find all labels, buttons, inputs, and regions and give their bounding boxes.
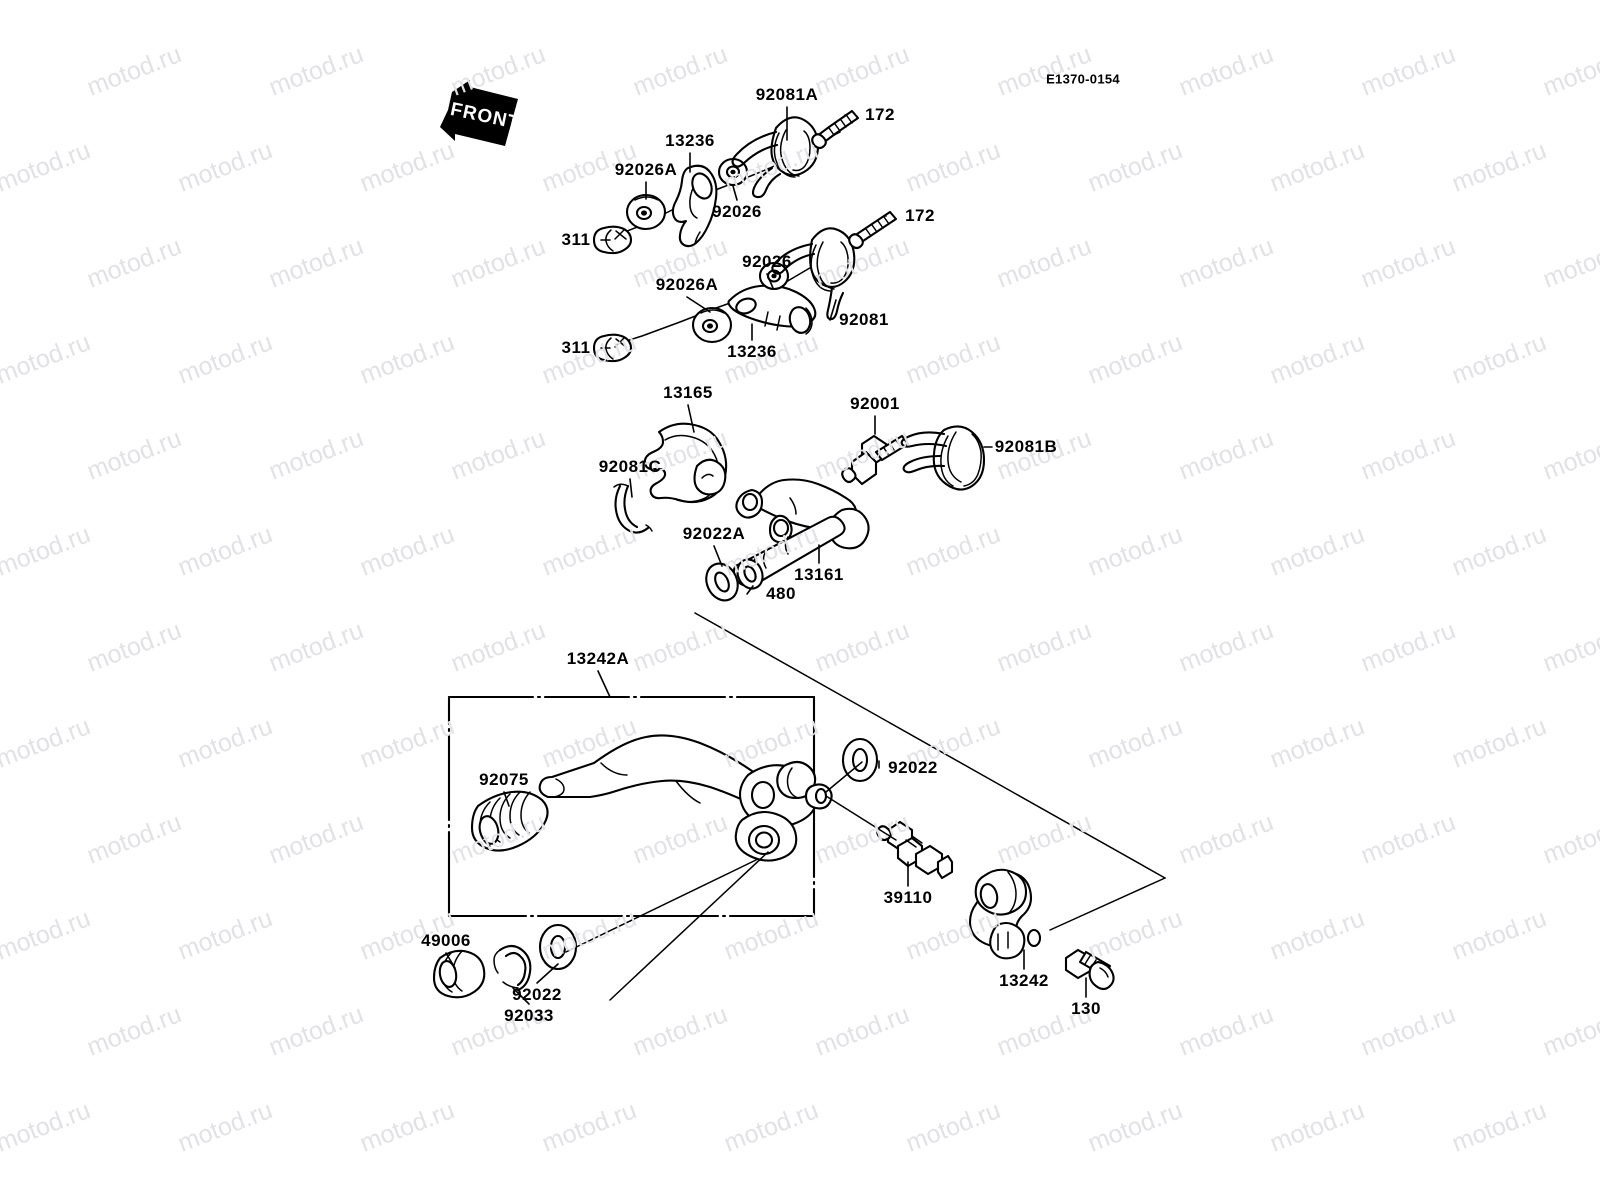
part-172-lower <box>848 210 898 250</box>
part-number-172: 172 <box>905 206 935 225</box>
part-92026A-lower <box>691 306 733 344</box>
part-number-92022A: 92022A <box>682 524 746 543</box>
part-92075-rubber <box>470 790 549 852</box>
part-172-upper <box>811 109 860 150</box>
part-480-washer <box>736 558 764 590</box>
part-number-92075: 92075 <box>479 770 529 789</box>
leader-92081 <box>829 299 837 321</box>
part-311-upper <box>592 225 633 255</box>
part-number-92081C: 92081C <box>598 457 662 476</box>
part-92081C-spring <box>613 483 653 534</box>
part-number-39110: 39110 <box>883 888 933 907</box>
part-92022A-washer <box>705 562 739 602</box>
leader-92022 <box>536 963 559 984</box>
part-311-lower <box>592 333 633 363</box>
leader-92026A <box>686 296 711 313</box>
assembly-relation-lines <box>565 612 1166 1001</box>
part-13242-arm <box>968 868 1042 960</box>
leader-92022A <box>713 545 723 567</box>
part-number-92081A: 92081A <box>755 85 819 104</box>
part-92081A-spring <box>731 116 820 199</box>
part-number-480: 480 <box>766 584 796 603</box>
part-130-bolt <box>1064 948 1115 991</box>
part-13236-lower <box>727 284 817 335</box>
leader-92075 <box>503 791 510 807</box>
leader-92026 <box>732 185 738 201</box>
leader-13242A <box>597 670 611 698</box>
leader-92033 <box>512 987 530 1005</box>
part-number-13236: 13236 <box>665 131 715 150</box>
leader-92081C <box>629 478 633 498</box>
shift-shaft-assembly <box>613 422 986 602</box>
leader-480 <box>746 585 754 595</box>
part-number-92033: 92033 <box>504 1006 554 1025</box>
part-92001-bolt <box>841 434 910 486</box>
part-92033-circlip <box>493 944 532 992</box>
part-13236-upper <box>671 164 718 248</box>
part-number-13165: 13165 <box>663 383 713 402</box>
part-number-172: 172 <box>865 105 895 124</box>
part-number-92022: 92022 <box>888 758 938 777</box>
part-number-13161: 13161 <box>794 565 844 584</box>
part-number-92081: 92081 <box>839 310 889 329</box>
part-number-49006: 49006 <box>421 931 471 950</box>
part-gear-change-lever <box>538 734 833 862</box>
part-39110-rod <box>876 820 954 880</box>
leader-13165 <box>687 404 695 433</box>
part-number-13242A: 13242A <box>566 649 630 668</box>
shift-pawl-assembly-upper <box>592 109 860 255</box>
part-number-311: 311 <box>561 230 591 249</box>
part-number-92026: 92026 <box>712 202 762 221</box>
part-number-130: 130 <box>1071 999 1101 1018</box>
part-number-92001: 92001 <box>850 394 900 413</box>
leader-92026 <box>766 273 774 289</box>
front-direction-badge: FRONT <box>440 80 522 146</box>
part-13165 <box>643 422 728 504</box>
leader-49006 <box>445 952 456 969</box>
part-number-13242: 13242 <box>999 971 1049 990</box>
part-49006-boot <box>432 949 486 999</box>
shift-pawl-assembly-lower <box>592 210 898 363</box>
part-number-92026A: 92026A <box>614 160 678 179</box>
part-number-13236: 13236 <box>727 342 777 361</box>
part-number-92081B: 92081B <box>994 437 1058 456</box>
part-number-92022: 92022 <box>512 985 562 1004</box>
part-number-92026: 92026 <box>742 252 792 271</box>
part-92081B-spring <box>900 425 986 491</box>
part-number-92026A: 92026A <box>655 275 719 294</box>
part-number-311: 311 <box>561 338 591 357</box>
label-leader-lines <box>445 106 1087 1005</box>
diagram-code: E1370-0154 <box>1046 71 1120 87</box>
